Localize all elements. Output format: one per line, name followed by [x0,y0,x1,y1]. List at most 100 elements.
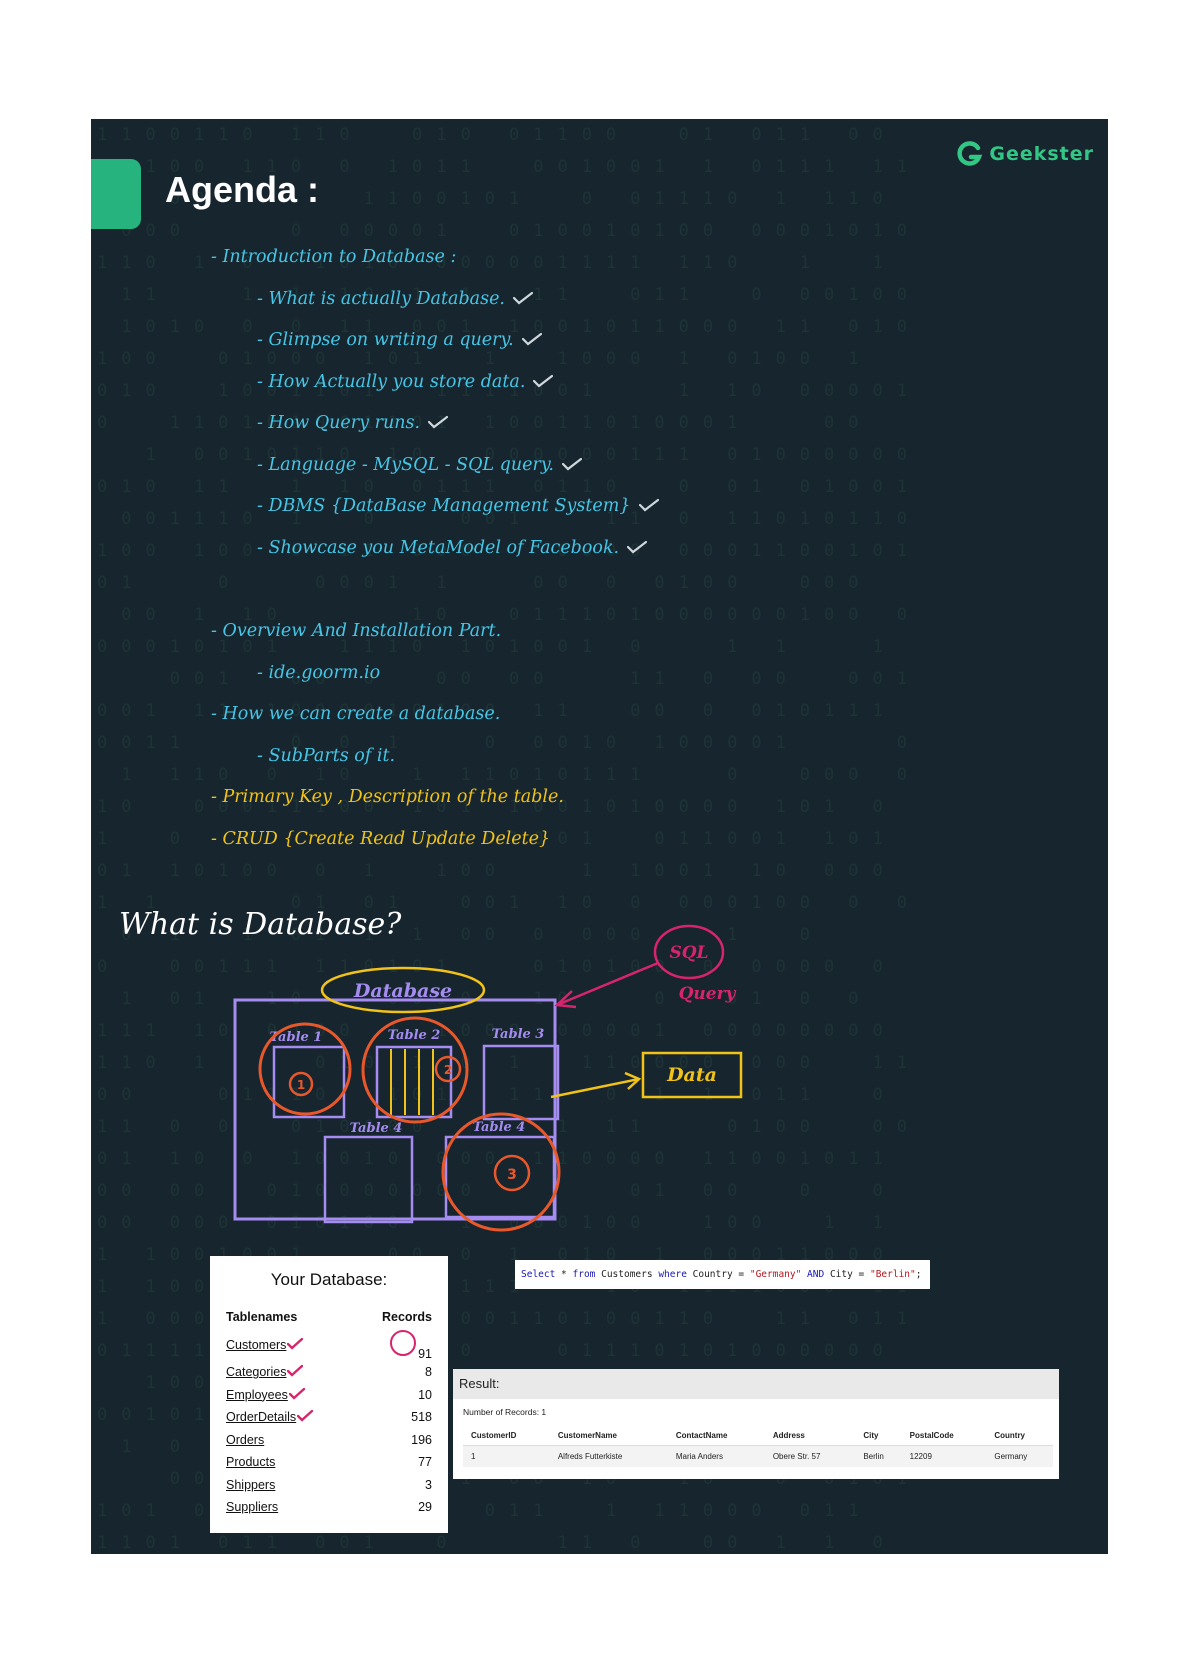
table-name-link[interactable]: Suppliers [226,1500,279,1515]
table-3-label: Table 3 [492,1027,545,1042]
table-name-link[interactable]: Customers [226,1337,287,1352]
record-count: 8 [425,1365,432,1380]
brand-name: Geekster [989,143,1094,165]
agenda-title: Agenda : [165,169,320,210]
record-count: 77 [418,1455,432,1470]
agenda-item-text: - How we can create a database. [211,704,501,724]
agenda-item-text: - What is actually Database. [257,288,505,309]
result-cell: Obere Str. 57 [764,1445,856,1467]
database-frame [233,998,557,1221]
checkmark-icon [428,415,449,429]
table-row: Customers 91 [226,1328,432,1361]
table-name-link[interactable]: Shippers [226,1477,276,1492]
agenda-item-text: - SubParts of it. [257,745,396,766]
table-row: Categories 8 [226,1361,432,1384]
table-row: OrderDetails 518 [226,1406,432,1429]
pink-checkmark-icon [287,1365,304,1377]
agenda-item-text: - Showcase you MetaModel of Facebook. [257,537,620,558]
agenda-list: - Introduction to Database : - What is ac… [211,237,659,860]
agenda-item-text: - Glimpse on writing a query. [257,330,514,350]
geekster-g-icon [957,141,983,166]
table-name-link[interactable]: OrderDetails [226,1410,297,1425]
result-title: Result: [453,1369,1059,1399]
result-cell: 1 [463,1445,550,1467]
result-column-header: Country [986,1425,1053,1446]
agenda-item: - SubParts of it. [211,736,659,778]
table-3-box [482,1044,560,1121]
record-count: 518 [411,1410,432,1425]
your-database-panel: Your Database: Tablenames Records Custom… [210,1256,448,1533]
table-4-label: Table 4 [350,1121,403,1136]
agenda-item: - How Query runs. [211,403,659,445]
highlight-circle [390,1330,417,1356]
result-column-header: PostalCode [901,1425,987,1446]
agenda-item: - Overview And Installation Part. [211,611,659,653]
brand-logo: Geekster [957,141,1094,167]
sql-arrow [556,961,659,1007]
database-label-ellipse [320,966,486,1014]
col-tablenames: Tablenames [226,1310,298,1324]
table-name-link[interactable]: Categories [226,1365,287,1380]
sql-label: SQL [669,943,708,963]
marker-3: 3 [507,1167,517,1183]
query-label: Query [679,984,737,1004]
result-cell: Alfreds Futterkiste [549,1445,668,1467]
table-name-link[interactable]: Orders [226,1432,265,1447]
table-1-circle [258,1022,352,1116]
result-cell: Maria Anders [667,1445,765,1467]
agenda-item-text: - CRUD {Create Read Update Delete} [211,828,551,849]
sql-ellipse [653,924,725,980]
data-arrow [550,1077,640,1099]
agenda-item: - CRUD {Create Read Update Delete} [211,819,659,861]
agenda-item: - What is actually Database. [211,279,659,321]
agenda-item: - How Actually you store data. [211,362,659,404]
checkmark-icon [533,374,554,387]
data-label: Data [666,1064,717,1086]
table-row: Orders 196 [226,1429,432,1452]
agenda-item: - Primary Key , Description of the table… [211,777,659,819]
pink-checkmark-icon [297,1410,314,1422]
agenda-item: - ide.goorm.io [211,653,659,695]
result-column-header: CustomerID [463,1425,550,1446]
pink-checkmark-icon [287,1337,304,1350]
sql-query-box: Select * from Customers where Country = … [515,1260,930,1289]
table-5-circle [441,1112,561,1232]
table-1-label: Table 1 [270,1030,323,1045]
table-2-label: Table 2 [388,1028,441,1043]
table-name-link[interactable]: Products [226,1455,276,1470]
pink-checkmark-icon [288,1387,305,1400]
agenda-item: - Glimpse on writing a query. [211,320,659,362]
data-box [641,1051,743,1099]
result-column-header: ContactName [667,1425,765,1446]
table-1-box [272,1045,346,1119]
table-2-box [375,1045,453,1119]
col-records: Records [381,1310,432,1324]
agenda-item: - Showcase you MetaModel of Facebook. [211,528,659,570]
result-column-header: City [855,1425,902,1446]
agenda-item-text: - Overview And Installation Part. [211,621,502,641]
agenda-item-text: - ide.goorm.io [257,662,381,683]
agenda-item: - Introduction to Database : [211,237,659,279]
result-cell: Germany [986,1445,1053,1467]
marker-1: 1 [297,1078,305,1092]
record-count: 196 [411,1432,432,1447]
result-cell: Berlin [855,1445,902,1467]
result-count: Number of Records: 1 [463,1407,547,1417]
record-count: 91 [418,1347,432,1361]
table-name-link[interactable]: Employees [226,1387,288,1402]
slide: 1100110 110 010 01100 01 011 00 10100 11… [91,119,1108,1554]
agenda-item-text: - How Query runs. [257,413,421,433]
database-label: Database [353,980,452,1002]
checkmark-icon [512,291,533,304]
marker-2: 2 [444,1063,452,1077]
your-database-title: Your Database: [270,1270,388,1289]
agenda-item-text: - Language - MySQL - SQL query. [257,454,554,475]
table-5-label: Table 4 [473,1120,526,1135]
